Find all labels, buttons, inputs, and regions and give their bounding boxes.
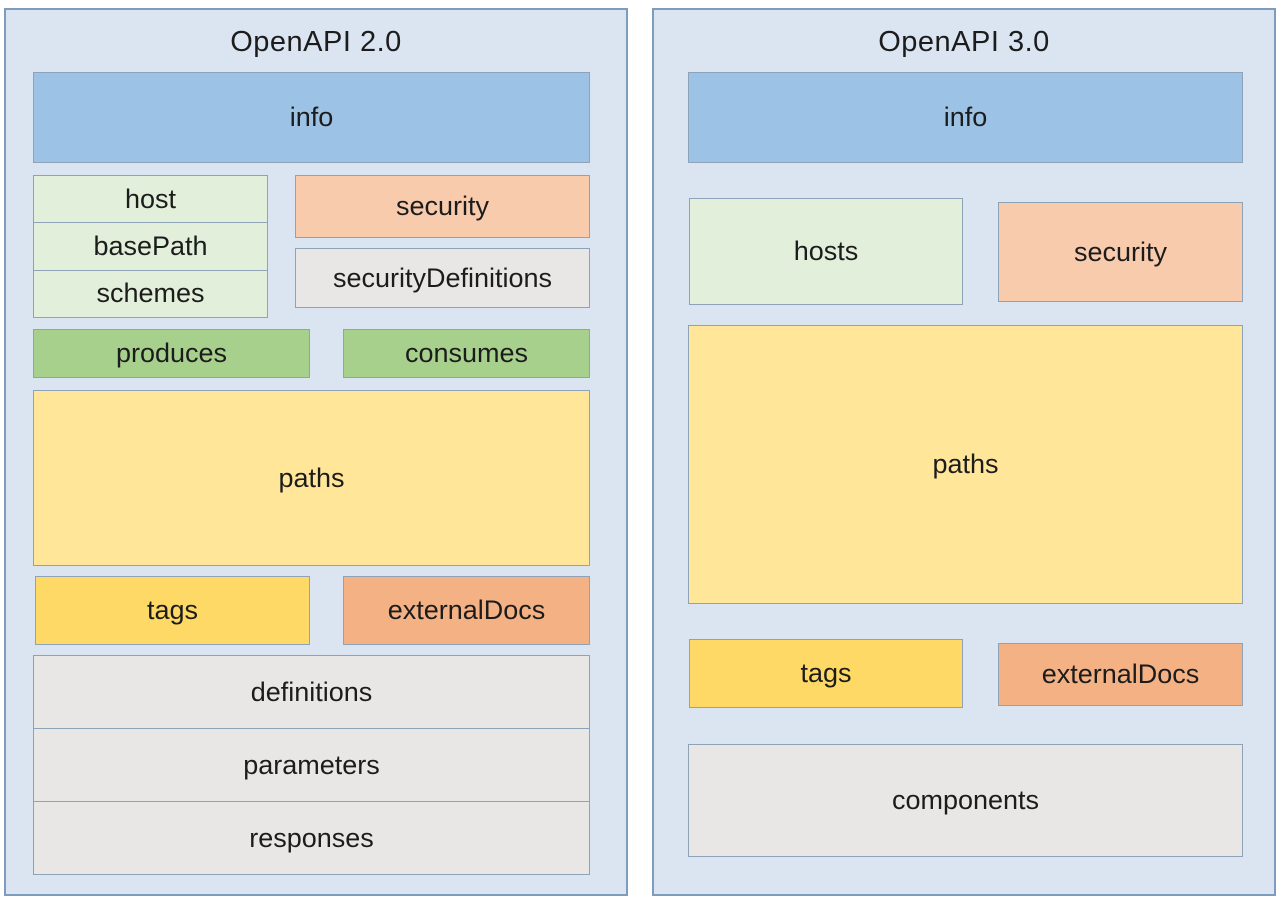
- box-host: host: [34, 176, 267, 222]
- box-info-label: info: [289, 102, 334, 132]
- box-security-definitions-label: securityDefinitions: [332, 262, 553, 293]
- definitions-parameters-responses-group: definitions parameters responses: [33, 655, 590, 875]
- box-produces: produces: [33, 329, 310, 378]
- box-paths-label: paths: [932, 449, 999, 479]
- box-info: info: [33, 72, 590, 163]
- box-paths-label: paths: [278, 462, 345, 493]
- box-security-label: security: [1073, 236, 1168, 267]
- box-definitions: definitions: [34, 656, 589, 728]
- box-external-docs: externalDocs: [343, 576, 590, 645]
- box-consumes-label: consumes: [404, 338, 529, 368]
- box-host-label: host: [124, 183, 177, 214]
- box-schemes: schemes: [34, 269, 267, 317]
- box-components-label: components: [891, 785, 1040, 815]
- box-schemes-label: schemes: [96, 278, 205, 309]
- box-security: security: [295, 175, 590, 238]
- host-basepath-schemes-group: host basePath schemes: [33, 175, 268, 318]
- box-paths: paths: [688, 325, 1243, 604]
- box-definitions-label: definitions: [250, 676, 373, 707]
- box-tags: tags: [35, 576, 310, 645]
- box-security-definitions: securityDefinitions: [295, 248, 590, 308]
- box-responses-label: responses: [249, 822, 374, 853]
- box-consumes: consumes: [343, 329, 590, 378]
- box-basepath-label: basePath: [93, 230, 208, 261]
- box-security: security: [998, 202, 1243, 302]
- box-tags: tags: [689, 639, 963, 708]
- box-components: components: [688, 744, 1243, 857]
- box-security-label: security: [395, 191, 490, 221]
- box-responses: responses: [34, 801, 589, 874]
- box-produces-label: produces: [115, 338, 228, 368]
- panel-openapi-3: OpenAPI 3.0 info hosts security paths ta…: [652, 8, 1276, 896]
- box-info: info: [688, 72, 1243, 163]
- box-info-label: info: [943, 102, 988, 132]
- box-tags-label: tags: [800, 658, 852, 688]
- box-paths: paths: [33, 390, 590, 566]
- panel-openapi-2-title: OpenAPI 2.0: [230, 26, 402, 58]
- box-parameters-label: parameters: [243, 749, 380, 780]
- box-hosts: hosts: [689, 198, 963, 305]
- box-basepath: basePath: [34, 222, 267, 269]
- panel-openapi-3-title: OpenAPI 3.0: [878, 26, 1050, 58]
- panel-openapi-2: OpenAPI 2.0 info host basePath schemes s…: [4, 8, 628, 896]
- box-external-docs-label: externalDocs: [387, 595, 546, 625]
- box-parameters: parameters: [34, 728, 589, 801]
- box-tags-label: tags: [146, 595, 199, 625]
- box-external-docs-label: externalDocs: [1041, 659, 1200, 689]
- box-hosts-label: hosts: [793, 236, 859, 266]
- box-external-docs: externalDocs: [998, 643, 1243, 706]
